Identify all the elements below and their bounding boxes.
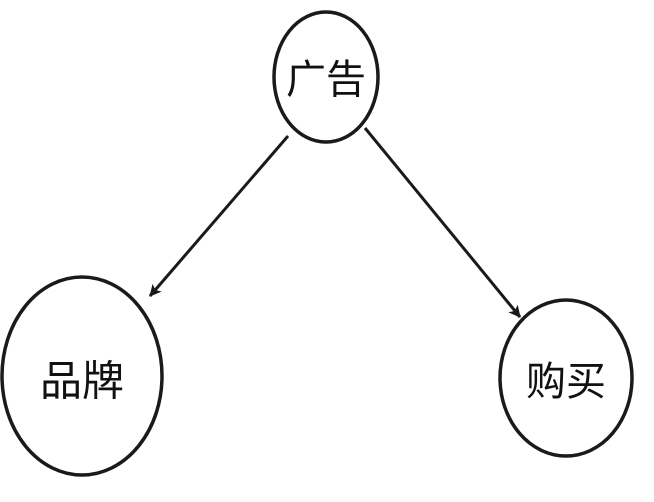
node-purchase-ellipse (498, 298, 634, 458)
node-ad-label: 广告 (286, 57, 366, 103)
edge-ad-to-purchase (363, 127, 522, 318)
edge-ad-to-brand (148, 135, 290, 297)
node-purchase: 购买 (498, 298, 634, 458)
node-brand: 品牌 (0, 275, 164, 477)
node-ad-ellipse (272, 10, 380, 144)
node-brand-label: 品牌 (40, 357, 124, 406)
node-ad: 广告 (272, 10, 380, 144)
node-purchase-label: 购买 (526, 359, 606, 405)
node-brand-ellipse (0, 275, 164, 477)
